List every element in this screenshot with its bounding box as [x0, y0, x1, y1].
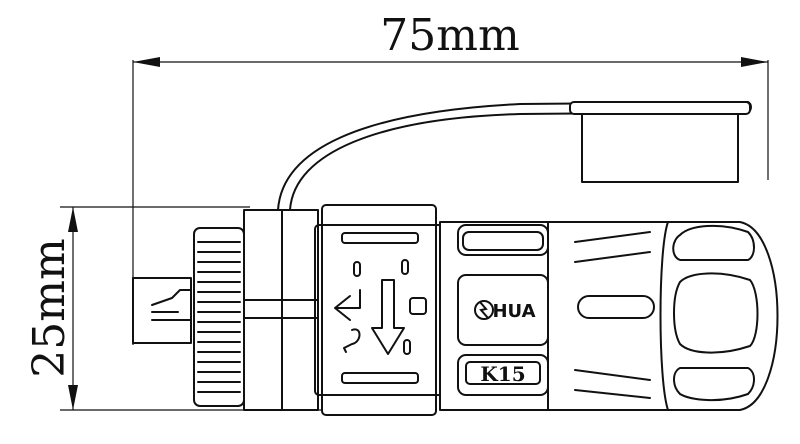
arrow-left-head — [133, 57, 160, 67]
arrow-bottom-head — [68, 385, 78, 410]
connector-housing: HUA K15 — [439, 221, 558, 411]
rotate-arrow-icon — [334, 279, 405, 355]
length-label: 75mm — [380, 10, 519, 61]
cable-gland — [547, 221, 779, 411]
model-name: K15 — [480, 362, 525, 386]
height-label: 25mm — [24, 238, 75, 377]
arrow-right-head — [741, 57, 768, 67]
locking-nut — [314, 204, 444, 416]
dust-cap — [277, 101, 752, 211]
hook-icon — [343, 328, 361, 353]
panel-plug-body — [132, 209, 319, 411]
lightning-circle-logo — [474, 300, 494, 320]
length-dimension: 75mm — [132, 10, 769, 345]
brand-name: HUA — [492, 301, 535, 322]
height-dimension: 25mm — [24, 206, 330, 411]
arrow-top-head — [68, 207, 78, 232]
